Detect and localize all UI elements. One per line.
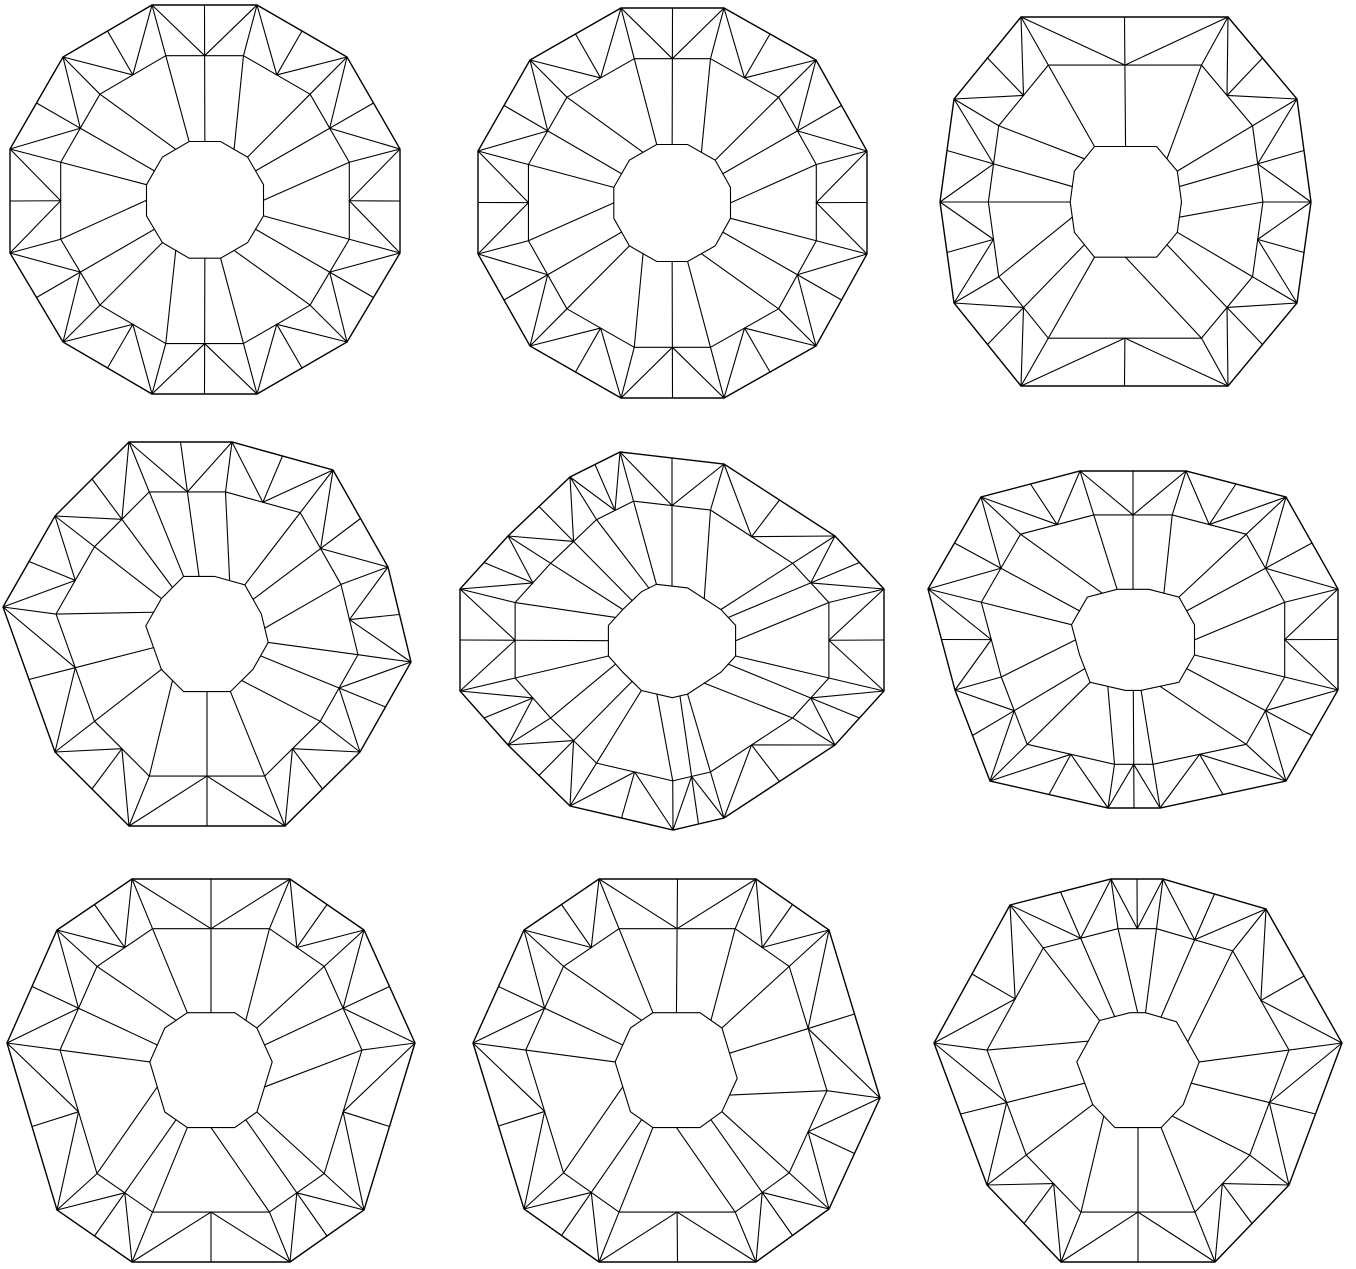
tiling-1 (10, 5, 400, 394)
tiling-3 (940, 17, 1311, 386)
tiling-8-edge (676, 929, 677, 1013)
tiling-7 (7, 879, 415, 1262)
tiling-8 (473, 879, 880, 1262)
tiling-4 (3, 442, 411, 826)
tiling-9 (934, 879, 1342, 1262)
tiling-3-edge (1125, 65, 1126, 146)
tiling-2 (478, 8, 867, 398)
tiling-6 (928, 471, 1338, 808)
tiling-5-edge (752, 536, 835, 537)
tiling-5 (460, 452, 884, 830)
